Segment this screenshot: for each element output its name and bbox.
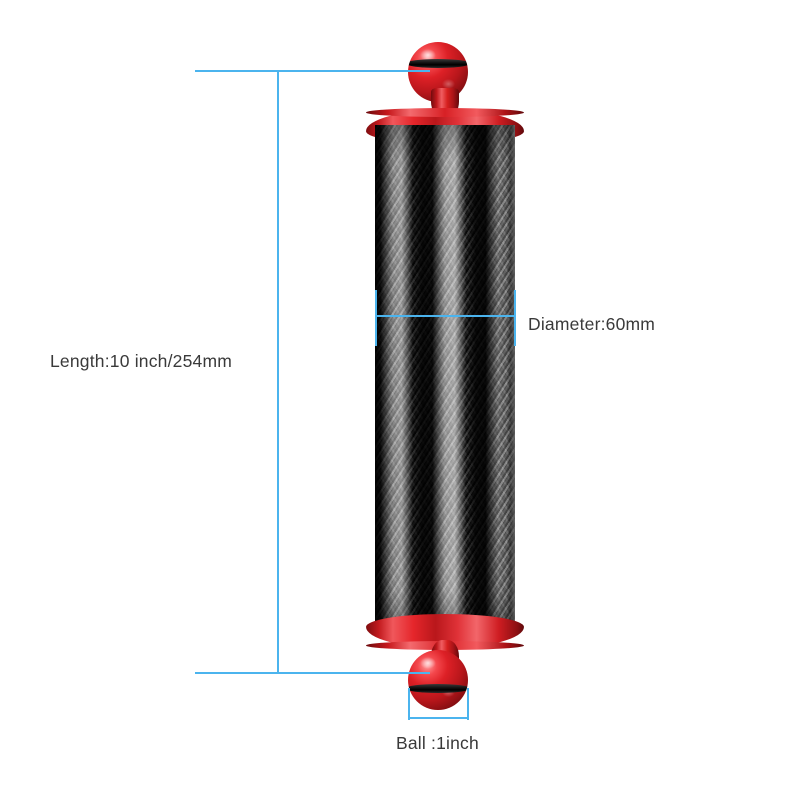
- tube-vertical-shading: [375, 125, 515, 625]
- top-ball-oring: [408, 58, 468, 68]
- bottom-end-cap-body: [366, 614, 524, 648]
- top-neck: [431, 88, 459, 118]
- diameter-tick-left: [375, 290, 377, 346]
- ball-tick-left: [408, 688, 410, 720]
- diameter-tick-right: [514, 290, 516, 346]
- carbon-fiber-tube: [375, 125, 515, 625]
- length-dimension-line: [277, 70, 279, 674]
- bottom-end-cap-rim: [366, 641, 524, 650]
- bottom-ball-secondary-highlight: [441, 687, 455, 697]
- length-extension-line-bottom: [195, 672, 430, 674]
- top-end-cap: [366, 108, 524, 144]
- length-extension-line-top: [195, 70, 430, 72]
- bottom-ball-highlight: [420, 657, 436, 670]
- bottom-ball-oring: [408, 683, 468, 693]
- diameter-label: Diameter:60mm: [528, 314, 656, 334]
- top-ball-mount: [408, 42, 468, 102]
- length-label: Length:10 inch/254mm: [50, 351, 233, 371]
- bottom-ball-mount: [408, 650, 468, 710]
- diameter-dimension-line: [375, 315, 516, 317]
- ball-dimension-line: [408, 717, 469, 719]
- tube-cylindrical-shading: [375, 125, 515, 625]
- bottom-neck: [431, 640, 459, 670]
- top-ball-secondary-highlight: [441, 79, 455, 89]
- tube-edge-shading: [375, 125, 515, 625]
- top-end-cap-body: [366, 110, 524, 144]
- ball-label: Ball :1inch: [396, 733, 479, 753]
- bottom-end-cap: [366, 614, 524, 650]
- ball-tick-right: [467, 688, 469, 720]
- top-ball-highlight: [420, 49, 436, 62]
- top-end-cap-rim: [366, 108, 524, 117]
- carbon-weave-texture: [375, 125, 515, 625]
